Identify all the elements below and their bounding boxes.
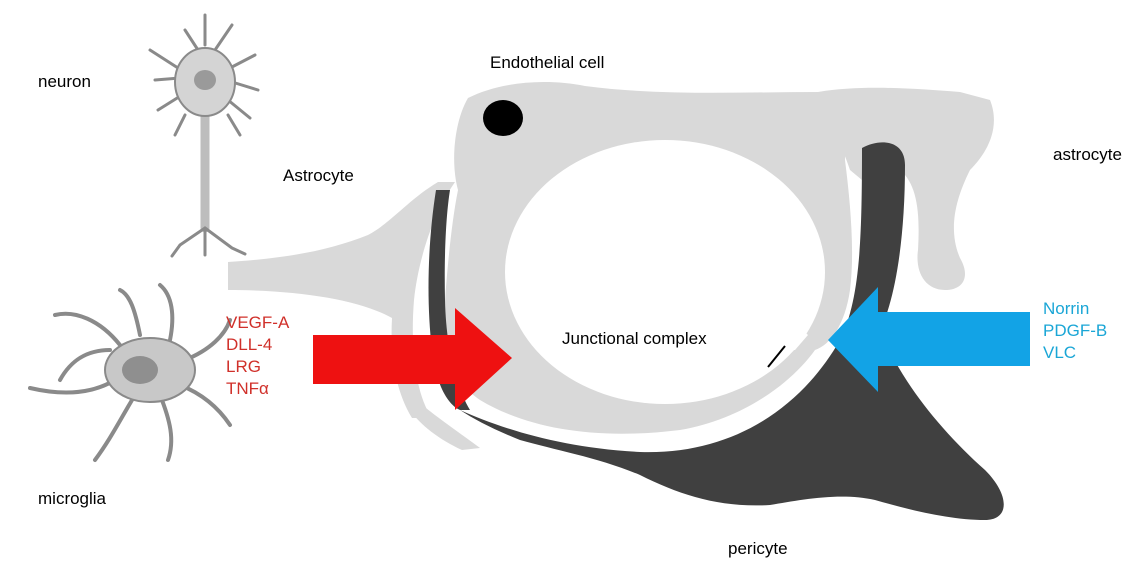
vessel-lumen: [505, 140, 825, 404]
left-factor-list: VEGF-A DLL-4 LRG TNFα: [226, 312, 289, 400]
label-pericyte: pericyte: [728, 540, 788, 557]
label-astrocyte-left: Astrocyte: [283, 167, 354, 184]
right-factor: Norrin: [1043, 298, 1107, 320]
endothelial-nucleus: [483, 100, 523, 136]
right-factor: VLC: [1043, 342, 1107, 364]
astrocyte-left-lower: [410, 400, 480, 450]
left-factor: TNFα: [226, 378, 289, 400]
microglia-nucleus: [122, 356, 158, 384]
left-factor: VEGF-A: [226, 312, 289, 334]
neuron-nucleus: [194, 70, 216, 90]
left-factor: LRG: [226, 356, 289, 378]
label-astrocyte-right: astrocyte: [1053, 146, 1122, 163]
right-factor-list: Norrin PDGF-B VLC: [1043, 298, 1107, 364]
left-factor: DLL-4: [226, 334, 289, 356]
right-factor: PDGF-B: [1043, 320, 1107, 342]
label-microglia: microglia: [38, 490, 106, 507]
label-junctional-complex: Junctional complex: [562, 330, 707, 347]
label-endothelial-cell: Endothelial cell: [490, 54, 604, 71]
label-neuron: neuron: [38, 73, 91, 90]
